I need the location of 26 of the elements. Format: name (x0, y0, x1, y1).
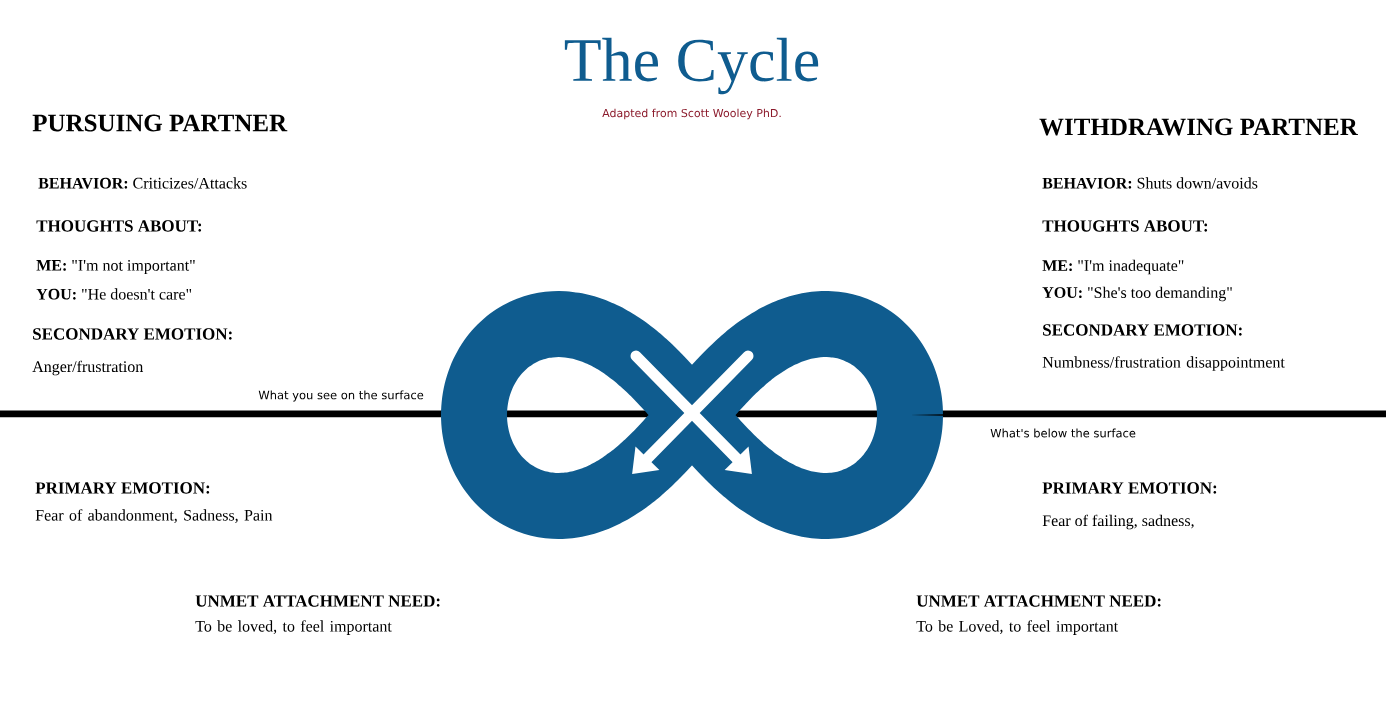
source-note: Adapted from Scott Wooley PhD. (602, 108, 781, 120)
section-heading: THOUGHTS ABOUT: (1042, 220, 1208, 232)
section-heading: PRIMARY EMOTION: (1042, 482, 1217, 494)
thought-text: YOU: "He doesn't care" (36, 288, 192, 300)
thought-text: ME: "I'm not important" (36, 260, 195, 274)
section-heading: UNMET ATTACHMENT NEED: (916, 595, 1161, 607)
emotion-text: Anger/frustration (32, 360, 144, 376)
need-text: To be Loved, to feel important (916, 620, 1119, 635)
behavior-text: BEHAVIOR: Shuts down/avoids (1042, 177, 1258, 189)
emotion-text: Fear of abandonment, Sadness, Pain (35, 509, 273, 523)
thought-text: YOU: "She's too demanding" (1042, 286, 1232, 302)
section-heading: SECONDARY EMOTION: (33, 328, 232, 340)
emotion-text: Numbness/frustration disappointment (1042, 356, 1285, 371)
surface-note: What you see on the surface (258, 390, 424, 402)
section-heading: THOUGHTS ABOUT: (36, 220, 202, 232)
behavior-text: BEHAVIOR: Criticizes/Attacks (38, 177, 247, 189)
partner-heading: WITHDRAWING PARTNER (1039, 118, 1358, 136)
thought-text: ME: "I'm inadequate" (1042, 259, 1184, 275)
section-heading: UNMET ATTACHMENT NEED: (195, 595, 440, 607)
title: The Cycle (564, 37, 819, 95)
section-heading: PRIMARY EMOTION: (35, 482, 210, 494)
partner-heading: PURSUING PARTNER (32, 114, 288, 132)
need-text: To be loved, to feel important (195, 620, 392, 635)
section-heading: SECONDARY EMOTION: (1043, 324, 1242, 336)
surface-note: What's below the surface (990, 428, 1136, 438)
emotion-text: Fear of failing, sadness, (1042, 514, 1194, 530)
